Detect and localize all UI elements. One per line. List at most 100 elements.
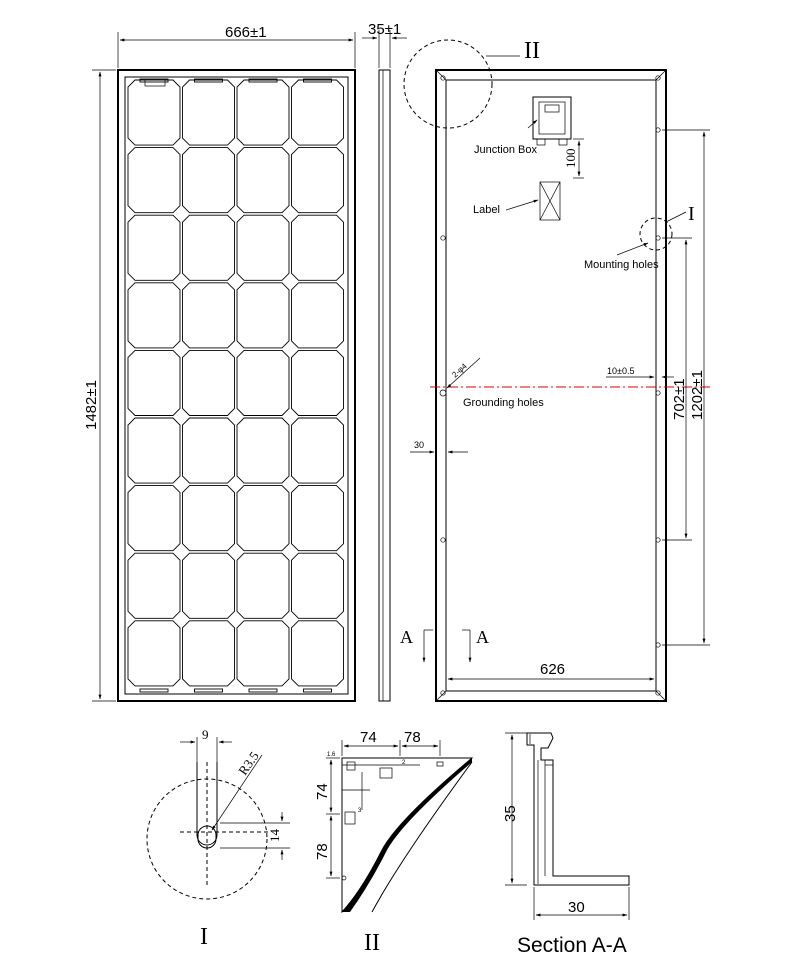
detail-ii-dim-top-left: 74	[360, 729, 377, 746]
frame-width: 30	[414, 440, 424, 450]
detail-ii-dim-top-right: 78	[404, 729, 421, 746]
slot-width: 9	[202, 727, 209, 742]
section-title: Section A-A	[517, 934, 627, 957]
solar-cell	[291, 552, 344, 619]
busbar	[303, 78, 332, 83]
mounting-slot	[196, 762, 218, 846]
mounting-hole	[655, 235, 661, 241]
detail-ii-callout-circle	[403, 39, 493, 129]
label-label: Label	[473, 204, 500, 216]
section-mark-right: A	[476, 627, 489, 647]
bottom-width: 626	[540, 661, 565, 678]
mounting-hole	[440, 537, 446, 543]
panel-frame-inner	[124, 76, 349, 695]
mounting-hole	[655, 642, 661, 648]
label-box	[539, 181, 561, 221]
mounting-holes-label: Mounting holes	[584, 259, 659, 271]
junction-box-lid	[538, 101, 566, 135]
corner-hole-5	[341, 875, 347, 881]
panel-frame-outer	[117, 69, 356, 702]
solar-cell	[182, 552, 235, 619]
solar-cell	[291, 79, 344, 146]
slot-length: 14	[267, 829, 282, 843]
corner-hole-4	[436, 761, 444, 767]
back-view: II Junction Box 100 Label I Mounting hol…	[400, 38, 710, 702]
solar-cell	[127, 147, 181, 214]
solar-cell	[291, 485, 344, 552]
solar-cell	[127, 552, 181, 619]
detail-i-title: I	[200, 924, 208, 950]
hole	[655, 75, 661, 81]
outer-hole-spacing: 1202±1	[689, 370, 706, 420]
section-mark-left: A	[400, 627, 413, 647]
back-frame-outer	[435, 69, 667, 702]
solar-cell	[236, 79, 290, 146]
corner-bl	[435, 690, 447, 702]
solar-cell	[127, 349, 181, 416]
solar-cell	[182, 620, 235, 687]
solar-cell	[236, 620, 290, 687]
label-cross-b	[539, 181, 561, 221]
connector-right	[558, 138, 568, 146]
solar-cell	[291, 349, 344, 416]
hole-spec-leader	[446, 357, 481, 389]
junction-box-nameplate	[544, 104, 560, 113]
solar-cell	[291, 282, 344, 349]
frame-section-profile	[526, 732, 630, 886]
solar-cell	[236, 552, 290, 619]
solar-cell	[236, 349, 290, 416]
detail-ii-dim-side-upper: 74	[314, 783, 331, 800]
solar-cell	[182, 79, 235, 146]
cell-grid	[127, 78, 344, 693]
hole	[655, 690, 661, 696]
height-dimension: 1482±1	[83, 380, 100, 430]
solar-cell	[182, 417, 235, 484]
corner-small-dim: 3	[358, 808, 362, 814]
grounding-holes-label: Grounding holes	[463, 397, 544, 409]
front-view: 666±1 1482±1	[83, 24, 356, 702]
corner-edge-fill	[342, 758, 472, 912]
junction-box-offset: 100	[563, 149, 578, 169]
frame-holes	[439, 75, 661, 696]
junction-box-label: Junction Box	[474, 144, 537, 156]
section-aa: 35 30 Section A-A	[502, 732, 630, 957]
side-view: 35±1	[362, 21, 407, 702]
hole	[440, 75, 446, 81]
busbar	[248, 688, 278, 693]
detail-i-callout: I	[688, 203, 695, 225]
busbar	[139, 78, 169, 83]
mounting-hole	[440, 235, 446, 241]
grounding-hole	[655, 390, 661, 396]
hole	[440, 690, 446, 696]
corner-hole-3	[344, 811, 356, 825]
junction-box	[532, 96, 572, 146]
corner-hole-1	[346, 761, 356, 771]
detail-ii-dim-side-lower: 78	[314, 843, 331, 860]
solar-cell	[236, 147, 290, 214]
width-dimension: 666±1	[225, 24, 267, 41]
busbar	[303, 688, 332, 693]
busbar	[194, 78, 223, 83]
thickness-dimension: 35±1	[368, 21, 401, 38]
solar-cell	[127, 417, 181, 484]
detail-ii-title: II	[364, 930, 380, 956]
busbar	[139, 688, 169, 693]
detail-ii: 1.6 2 3 74 78 74 78 II	[314, 729, 474, 956]
junction-box-leader	[527, 119, 538, 129]
detail-i-callout-circle	[639, 217, 673, 251]
solar-cell	[127, 282, 181, 349]
radius: R3.5	[235, 749, 262, 778]
solar-cell	[127, 79, 181, 146]
corner-br	[655, 690, 667, 702]
side-profile	[378, 69, 391, 702]
edge-offset: 10±0.5	[607, 366, 634, 376]
solar-cell	[236, 214, 290, 281]
solar-cell	[182, 485, 235, 552]
solar-cell	[182, 349, 235, 416]
grounding-hole	[439, 389, 447, 397]
connector-left	[536, 138, 546, 146]
detail-i: 9 R3.5 14 I	[146, 727, 290, 950]
solar-cell	[291, 417, 344, 484]
corner-hole-2	[379, 767, 393, 779]
